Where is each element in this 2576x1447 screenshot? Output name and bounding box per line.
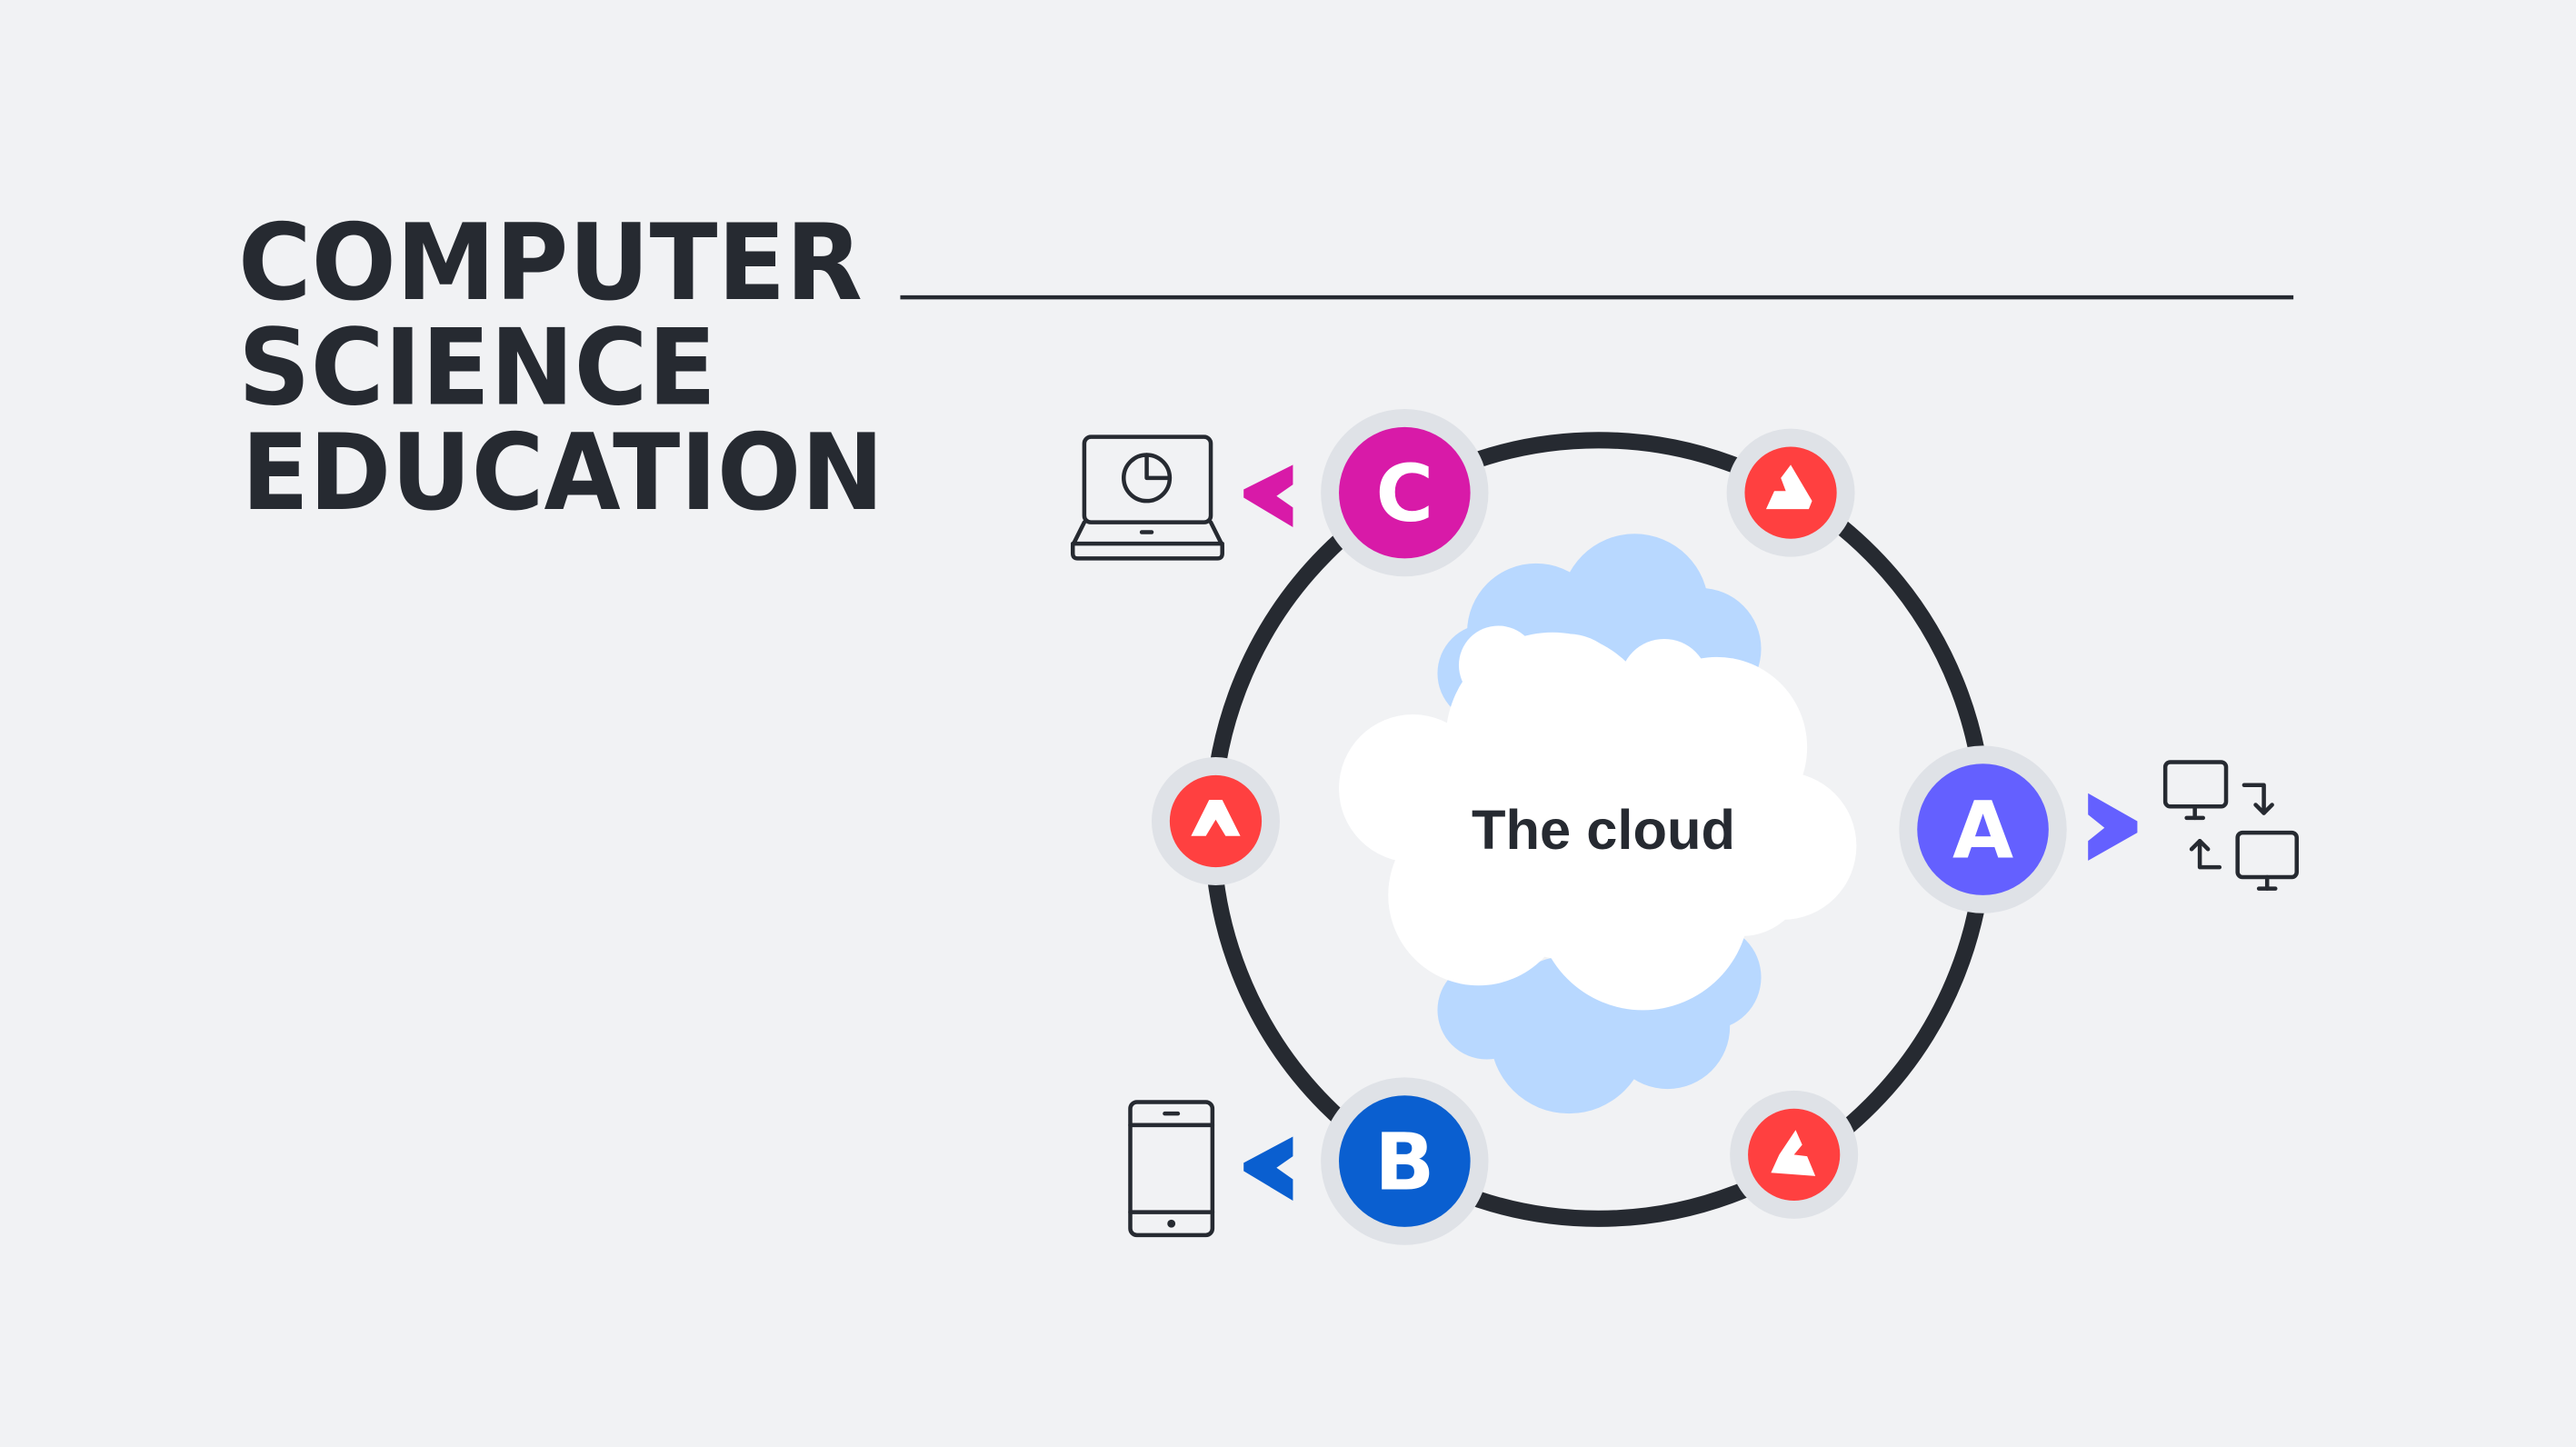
monitors-transfer-icon — [2162, 760, 2300, 891]
logo-node-left — [1151, 757, 1280, 885]
laptop-icon — [1070, 434, 1224, 561]
chevron-right-icon-a — [2088, 793, 2138, 861]
page-title: COMPUTER SCIENCE EDUCATION — [238, 203, 884, 534]
node-a[interactable]: A — [1899, 745, 2067, 913]
logo-node-bottom-right — [1730, 1090, 1859, 1219]
node-b[interactable]: B — [1321, 1077, 1489, 1245]
chevron-left-icon-c — [1243, 464, 1293, 528]
title-line-3: EDUCATION — [242, 413, 884, 534]
title-line-1: COMPUTER — [238, 203, 863, 324]
logo-node-top-right — [1726, 428, 1855, 557]
logo-icon — [1191, 800, 1241, 836]
tablet-icon — [1128, 1100, 1215, 1238]
node-b-letter: B — [1374, 1116, 1434, 1208]
node-c[interactable]: C — [1321, 408, 1489, 577]
logo-icon — [1765, 464, 1812, 510]
node-c-letter: C — [1375, 448, 1433, 540]
cloud-label: The cloud — [1472, 799, 1735, 862]
title-line-2: SCIENCE — [238, 308, 716, 430]
chevron-left-icon-b — [1243, 1136, 1293, 1201]
cloud-shape — [1339, 625, 1857, 1011]
node-a-letter: A — [1952, 784, 2013, 876]
logo-icon — [1771, 1130, 1816, 1176]
